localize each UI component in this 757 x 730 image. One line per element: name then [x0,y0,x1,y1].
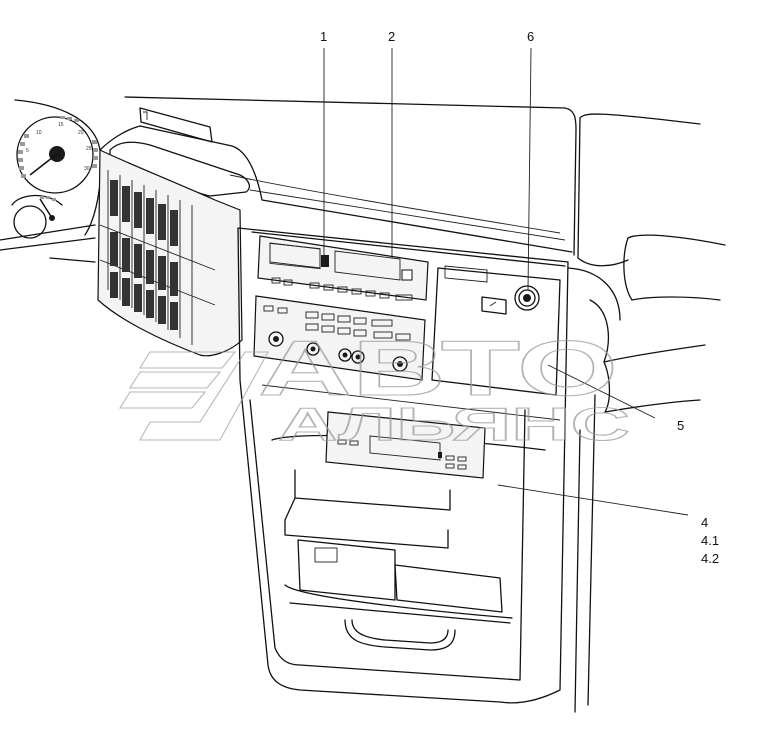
gauge-tick-5: 5 [26,148,29,154]
radio-eject-button [401,269,413,281]
watermark-logo [119,351,269,441]
dashboard-top [99,96,726,413]
gauge-tick-25: 25 [86,146,92,152]
gauge-tick-10: 10 [36,130,42,136]
leader-lines [323,47,689,516]
callout-labels: 1 2 6 5 4 4.1 4.2 [320,29,719,566]
callout-4-1: 4.1 [701,533,719,548]
centre-console [237,227,596,713]
side-panel [431,265,561,396]
instrument-cluster: 10 15 20 25 30 5 [0,99,102,263]
small-gauge-needle [39,198,53,219]
gauge-tick-30: 30 [84,166,90,172]
watermark-line1: АВТО [258,324,618,412]
tachograph [284,411,486,549]
watermark-line2: АЛЬЯНС [278,398,630,450]
callout-4-2: 4.2 [701,551,719,566]
radio-unit [257,235,429,301]
speed-gauge-bezel [16,116,94,194]
small-gauge-scale [40,196,56,201]
gauge-tick-15: 15 [58,122,64,128]
speed-gauge-needle [29,153,58,176]
callout-1: 1 [320,29,327,44]
storage-drawer [284,539,513,651]
gauge-tick-20: 20 [78,130,84,136]
cigarette-lighter [514,285,540,311]
callout-2: 2 [388,29,395,44]
speed-gauge-scale [18,116,98,178]
radio-slot-switch [321,255,329,267]
callout-4: 4 [701,515,708,530]
callout-5: 5 [677,418,684,433]
air-vent [97,149,243,357]
control-knobs [268,331,408,372]
callout-6: 6 [527,29,534,44]
watermark: АВТО АЛЬЯНС [119,323,631,451]
small-gauge-bezel [11,194,63,206]
radio-buttons [271,277,413,301]
control-unit [253,295,426,381]
